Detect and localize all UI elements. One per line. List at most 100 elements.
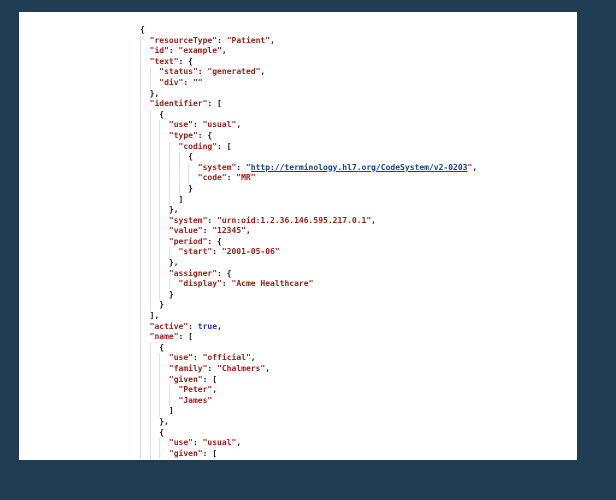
indent-guide	[140, 427, 150, 439]
indent-guide	[188, 162, 198, 174]
code-line: "use": "usual",	[140, 120, 477, 131]
code-token: "	[467, 162, 473, 172]
indent-guide	[140, 300, 150, 312]
code-line: "start": "2001-05-06"	[140, 247, 477, 259]
indent-guide	[140, 109, 150, 121]
code-token: "MR"	[236, 173, 256, 183]
code-token: }	[168, 289, 174, 299]
indent-guide	[140, 311, 150, 322]
indent-guide	[140, 99, 150, 110]
code-token: "use"	[168, 120, 193, 130]
indent-guide	[159, 226, 169, 237]
code-token: :	[207, 215, 218, 225]
code-token: ,	[260, 67, 266, 77]
code-token: ]	[168, 406, 174, 416]
indent-guide	[140, 35, 150, 47]
indent-guide	[159, 194, 169, 206]
indent-guide	[149, 152, 160, 163]
code-token: "display"	[178, 279, 222, 289]
code-token: :	[226, 173, 237, 183]
code-token: },	[168, 205, 179, 215]
code-token: :	[207, 364, 218, 373]
code-token: :	[192, 438, 203, 448]
code-line: "family": "Chalmers",	[140, 364, 477, 375]
code-token: }	[188, 183, 193, 193]
code-line: ],	[140, 311, 477, 322]
indent-guide	[149, 385, 160, 396]
code-token: :	[221, 279, 232, 289]
json-code: {"resourceType": "Patient","id": "exampl…	[140, 25, 478, 460]
code-line: }	[140, 183, 477, 195]
code-token: "family"	[168, 364, 208, 373]
indent-guide	[168, 385, 179, 396]
indent-guide	[188, 173, 198, 184]
code-line: },	[140, 88, 477, 100]
indent-guide	[149, 67, 160, 78]
indent-guide	[159, 120, 169, 131]
indent-guide	[149, 448, 160, 460]
indent-guide	[149, 289, 160, 301]
terminology-system-link[interactable]: http://terminology.hl7.org/CodeSystem/v2…	[250, 162, 468, 172]
indent-guide	[159, 215, 169, 227]
code-token: {	[140, 25, 145, 34]
indent-guide	[140, 173, 150, 184]
code-token: "2001-05-06"	[221, 247, 280, 257]
code-token: },	[159, 416, 169, 426]
code-token: : {	[178, 56, 193, 66]
code-line: "value": "12345",	[140, 226, 477, 237]
code-line: ]	[140, 194, 477, 206]
code-line: "given": [	[140, 448, 477, 460]
code-line: "system": "http://terminology.hl7.org/Co…	[140, 162, 478, 174]
code-token: "system"	[168, 215, 208, 225]
indent-guide	[168, 183, 179, 195]
code-token: "value"	[168, 226, 203, 236]
code-line: "display": "Acme Healthcare"	[140, 279, 477, 290]
code-token: :	[192, 353, 203, 363]
code-token: "Acme Healthcare"	[231, 279, 314, 289]
indent-guide	[140, 258, 150, 269]
code-token: ,	[245, 226, 251, 236]
code-token: : [	[178, 332, 193, 342]
indent-guide	[159, 247, 169, 259]
code-token: "use"	[168, 353, 193, 363]
code-line: "system": "urn:oid:1.2.36.146.595.217.0.…	[140, 215, 477, 227]
indent-guide	[149, 215, 160, 227]
indent-guide	[140, 205, 150, 216]
indent-guide	[149, 130, 160, 142]
code-token: ""	[192, 77, 203, 87]
code-token: : [	[217, 141, 232, 151]
indent-guide	[168, 279, 179, 290]
indent-guide	[159, 183, 169, 195]
code-token: "identifier"	[149, 99, 208, 109]
code-token: "use"	[168, 438, 193, 448]
code-token: "coding"	[178, 141, 218, 151]
indent-guide	[140, 236, 150, 248]
code-token: :	[168, 46, 179, 56]
indent-guide	[140, 215, 150, 227]
code-token: "12345"	[212, 226, 246, 236]
code-token: "id"	[149, 46, 169, 56]
indent-guide	[140, 448, 150, 460]
code-token: "usual"	[202, 438, 237, 448]
code-token: "period"	[168, 236, 208, 246]
indent-guide	[168, 152, 179, 163]
indent-guide	[159, 289, 169, 301]
indent-guide	[140, 416, 150, 428]
code-token: : [	[207, 99, 222, 109]
code-token: :	[212, 247, 222, 257]
indent-guide	[140, 332, 150, 343]
indent-guide	[159, 162, 169, 174]
code-line: {	[140, 427, 477, 439]
indent-guide	[168, 395, 179, 407]
code-line: }	[140, 289, 477, 301]
indent-guide	[149, 279, 160, 290]
code-line: "active": true,	[140, 321, 477, 333]
code-token: "assigner"	[168, 268, 218, 278]
indent-guide	[140, 364, 150, 375]
code-token: :	[197, 67, 208, 77]
indent-guide	[168, 247, 179, 259]
code-token: ]	[178, 194, 184, 204]
code-line: "identifier": [	[140, 99, 477, 110]
code-token: ,	[472, 162, 478, 172]
